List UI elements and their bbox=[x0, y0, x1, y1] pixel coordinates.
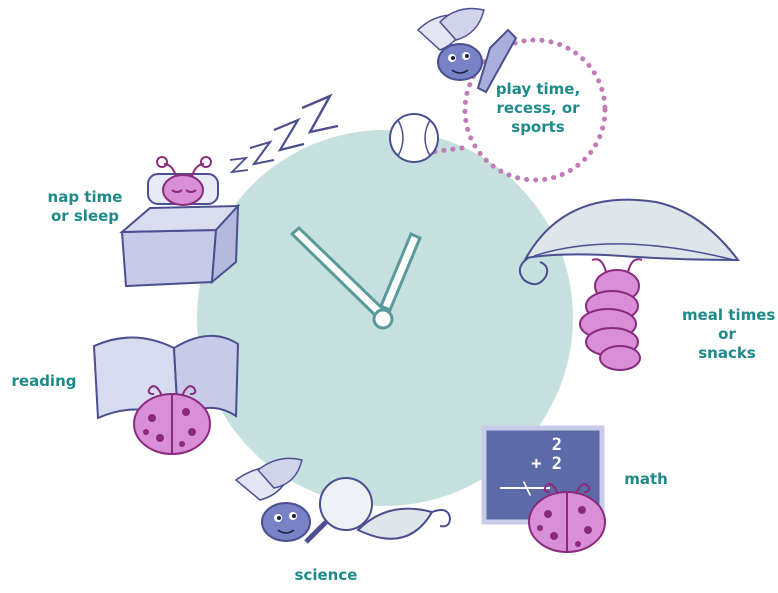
label-meal-times: meal times or snacks bbox=[682, 306, 772, 363]
chalkboard-line-3: \ bbox=[492, 480, 562, 499]
baseball-icon bbox=[390, 114, 438, 162]
label-reading: reading bbox=[6, 372, 82, 391]
sleeping-bug-in-bed-icon bbox=[122, 157, 238, 286]
label-science-line-1: science bbox=[286, 566, 366, 585]
clock-center-pin bbox=[374, 310, 392, 328]
label-meal-line-3: snacks bbox=[682, 344, 772, 363]
label-nap-line-2: or sleep bbox=[40, 207, 130, 226]
label-play-line-3: sports bbox=[482, 118, 594, 137]
caterpillar-icon bbox=[580, 259, 642, 370]
label-meal-line-1: meal times bbox=[682, 306, 772, 325]
label-play-line-2: recess, or bbox=[482, 99, 594, 118]
chalkboard-equation: 2 + 2 \ bbox=[492, 436, 562, 499]
science-leaf-icon bbox=[358, 509, 450, 539]
label-play-line-1: play time, bbox=[482, 80, 594, 99]
label-play-time: play time, recess, or sports bbox=[482, 80, 594, 137]
label-science: science bbox=[286, 566, 366, 585]
label-math: math bbox=[618, 470, 674, 489]
chalkboard-line-2: + 2 bbox=[492, 455, 562, 474]
label-reading-line-1: reading bbox=[6, 372, 82, 391]
label-math-line-1: math bbox=[618, 470, 674, 489]
chalkboard-line-1: 2 bbox=[492, 436, 562, 455]
label-meal-line-2: or bbox=[682, 325, 772, 344]
label-nap-time: nap time or sleep bbox=[40, 188, 130, 226]
label-nap-line-1: nap time bbox=[40, 188, 130, 207]
